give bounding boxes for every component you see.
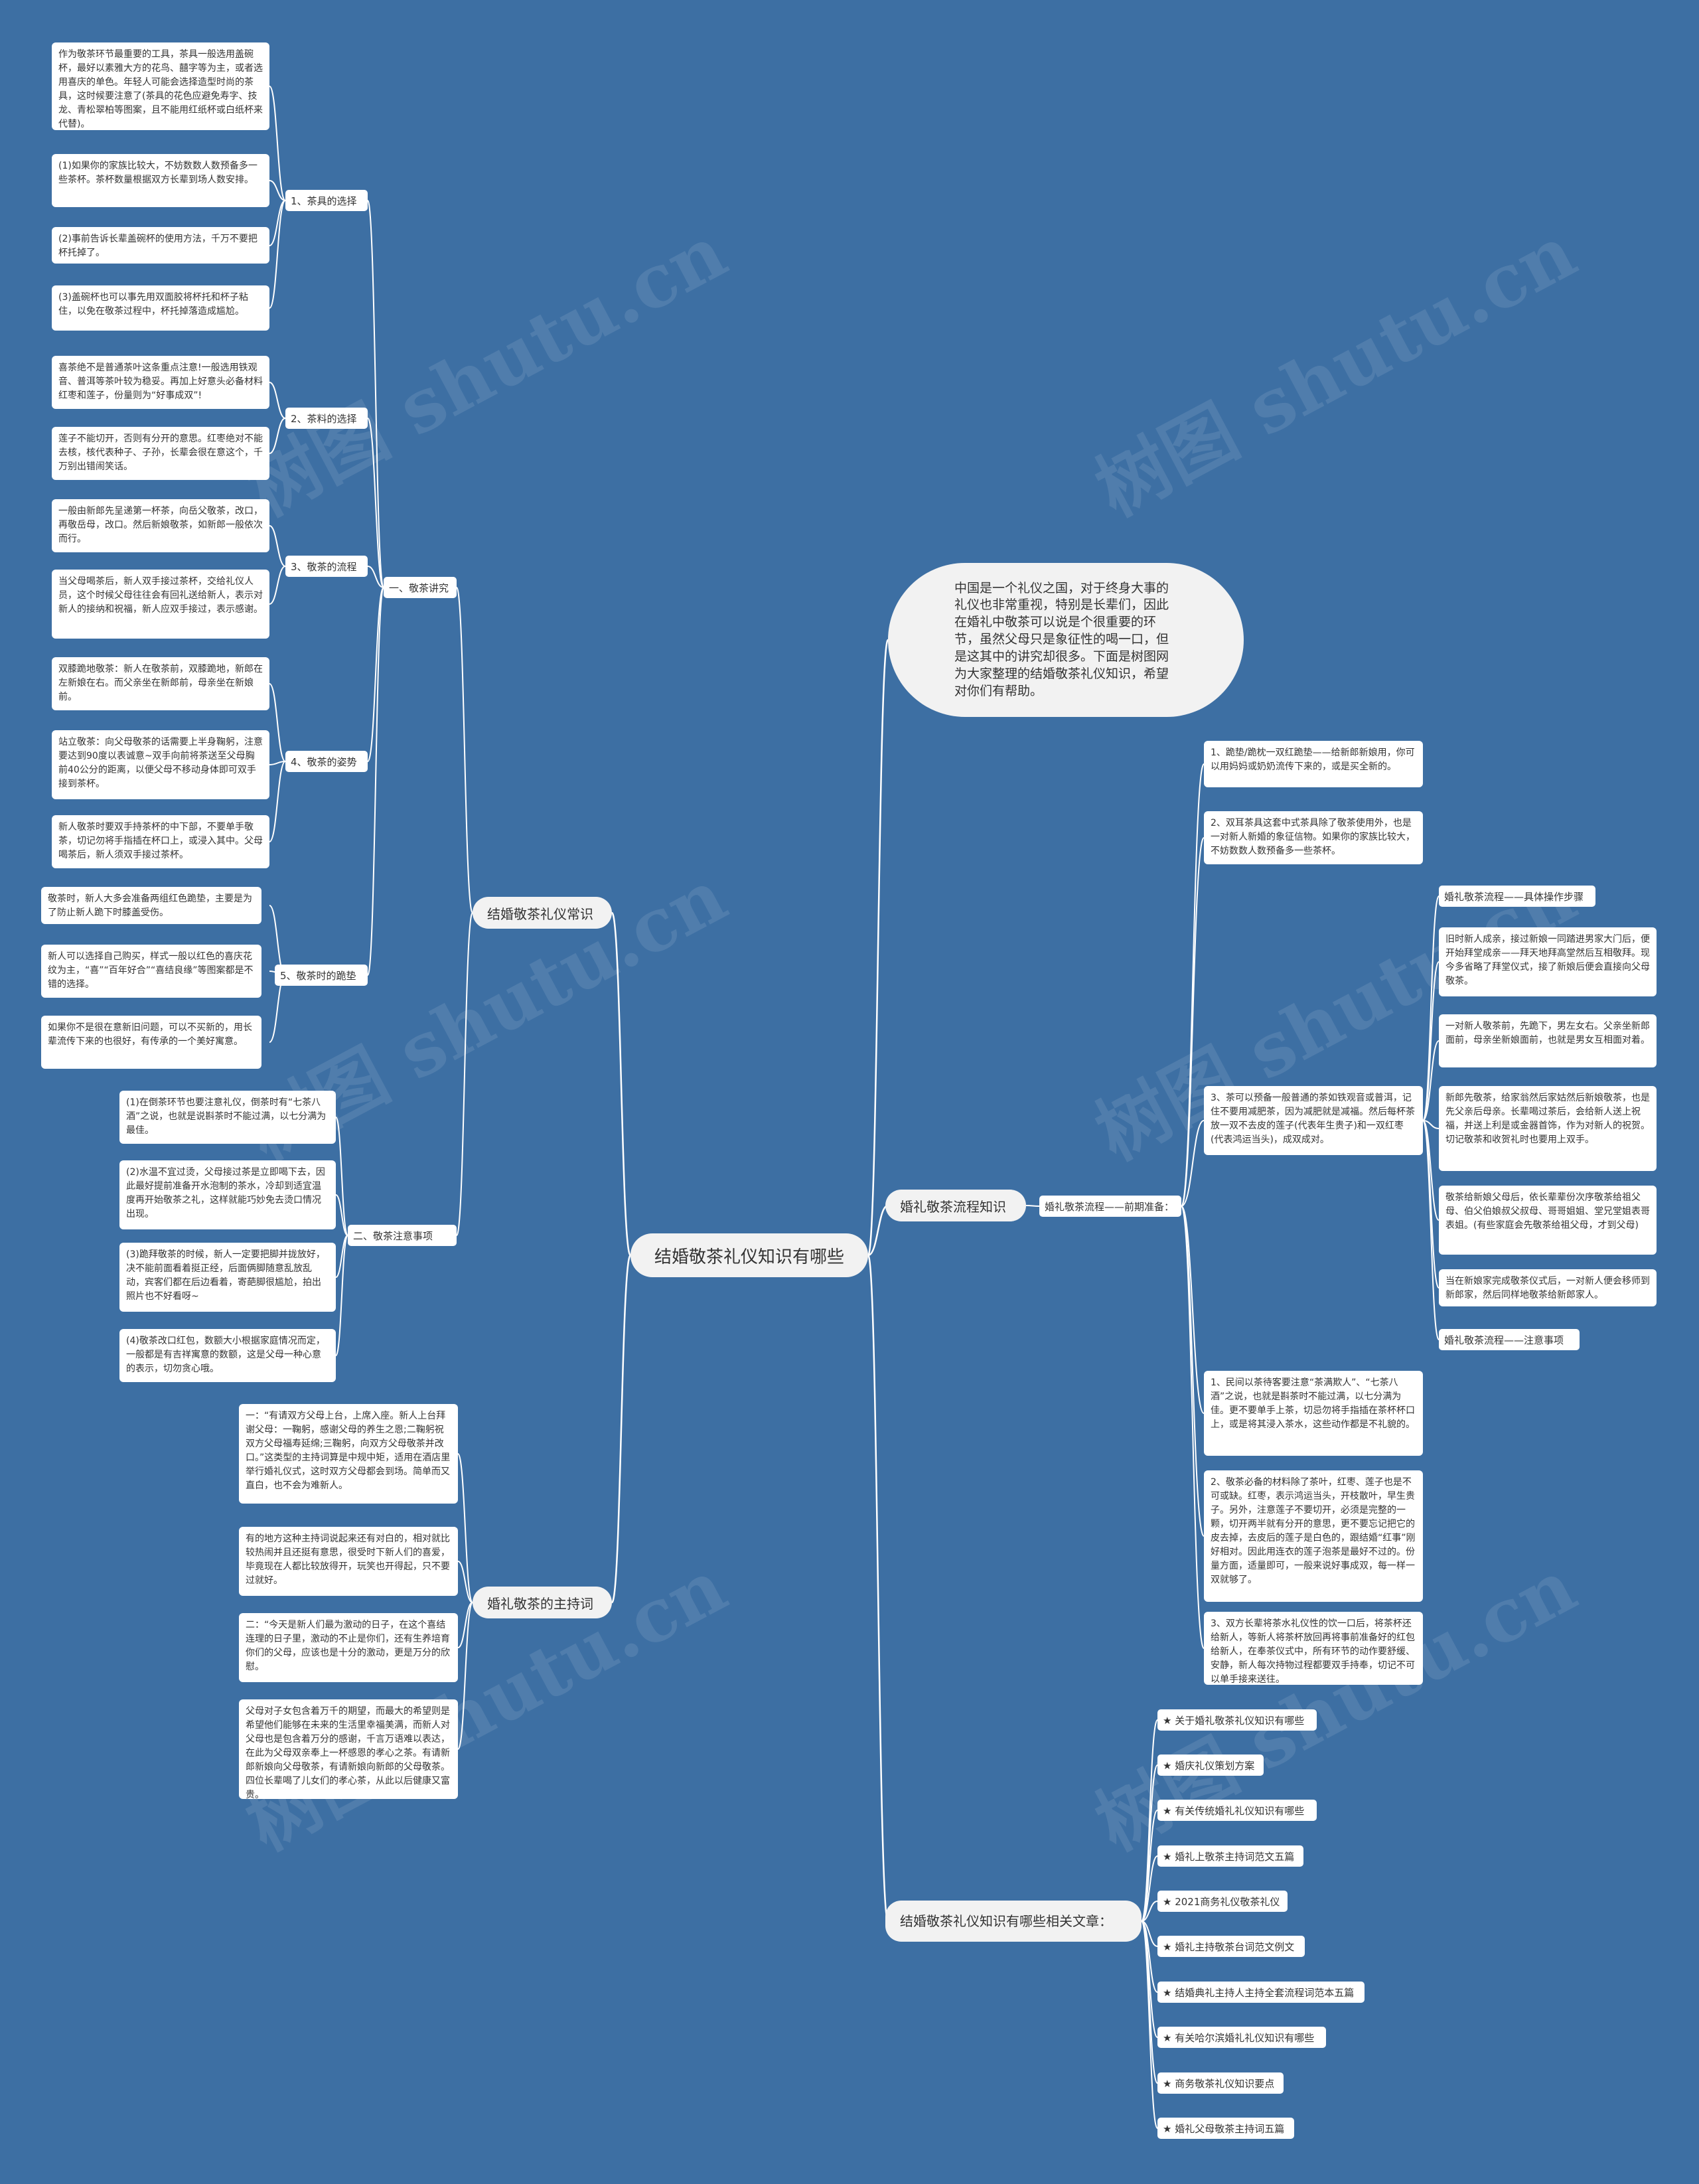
intro-text: 中国是一个礼仪之国，对于终身大事的礼仪也非常重视，特别是长辈们，因此在婚礼中敬茶… bbox=[954, 580, 1169, 698]
sub-label[interactable]: 3、敬茶的流程 bbox=[285, 556, 368, 577]
connector-line bbox=[269, 761, 286, 842]
connector-line bbox=[335, 1194, 348, 1236]
connector-line bbox=[867, 1204, 889, 1257]
leaf-note: 作为敬茶环节最重要的工具，茶具一般选用盖碗杯，最好以素雅大方的花鸟、囍字等为主，… bbox=[52, 42, 269, 130]
branch-related-articles[interactable]: 结婚敬茶礼仪知识有哪些相关文章： bbox=[885, 1901, 1142, 1942]
watermark: 树图 shutu.cn bbox=[232, 208, 740, 533]
leaf-note: (3)跪拜敬茶的时候，新人一定要把脚并拢放好，决不能前面看着挺正经，后面俩脚随意… bbox=[119, 1243, 336, 1312]
related-article-link[interactable]: ★ 婚庆礼仪策划方案 bbox=[1157, 1755, 1264, 1776]
connector-line bbox=[1141, 1855, 1158, 1922]
section-label[interactable]: 婚礼敬茶流程——前期准备： bbox=[1039, 1196, 1181, 1217]
watermark: 树图 shutu.cn bbox=[1082, 208, 1589, 533]
connector-line bbox=[269, 566, 286, 605]
branch-etiquette-basics[interactable]: 结婚敬茶礼仪常识 bbox=[473, 897, 612, 929]
leaf-note: 1、跪垫/跪枕一双红跪垫——给新郎新娘用，你可以用妈妈或奶奶流传下来的，或是买全… bbox=[1204, 741, 1423, 787]
leaf-note: 旧时新人成亲，接过新娘一同踏进男家大门后，便开始拜堂成亲——拜天地拜高堂然后互相… bbox=[1439, 927, 1657, 996]
connector-line bbox=[1141, 1920, 1158, 2038]
connector-line bbox=[1422, 1120, 1440, 1129]
connector-line bbox=[456, 587, 473, 913]
leaf-note: 新人可以选择自己购买，样式一般以红色的喜庆花纹为主，“喜”“百年好合”“喜结良缘… bbox=[41, 945, 261, 998]
connector-line bbox=[457, 1453, 473, 1603]
connector-line bbox=[335, 1235, 348, 1356]
leaf-note: 一般由新郎先呈递第一杯茶，向岳父敬茶，改口，再敬岳母，改口。然后新娘敬茶，如新郎… bbox=[52, 499, 269, 552]
sub-label[interactable]: 婚礼敬茶流程——注意事项 bbox=[1439, 1329, 1580, 1350]
leaf-note: 3、茶可以预备一般普通的茶如铁观音或普洱，记住不要用减肥茶，因为减肥就是减福。然… bbox=[1204, 1086, 1423, 1155]
leaf-note: 敬茶时，新人大多会准备两组红色跪垫，主要是为了防止新人跪下时膝盖受伤。 bbox=[41, 887, 261, 924]
connector-line bbox=[867, 1254, 889, 1922]
leaf-note: 一：“有请双方父母上台，上席入座。新人上台拜谢父母：一鞠躬，感谢父母的养生之恩;… bbox=[239, 1404, 458, 1504]
connector-line bbox=[367, 587, 384, 976]
connector-line bbox=[1141, 1920, 1158, 2084]
leaf-note: 新郎先敬茶，给家翁然后家姑然后新娘敬茶，也是先父亲后母亲。长辈喝过茶后，会给新人… bbox=[1439, 1086, 1657, 1171]
connector-line bbox=[1181, 1206, 1205, 1414]
connector-line bbox=[457, 1561, 473, 1603]
connector-line bbox=[1181, 1206, 1205, 1649]
leaf-note: 当在新娘家完成敬茶仪式后，一对新人便会移师到新郎家，然后同样地敬茶给新郎家人。 bbox=[1439, 1269, 1657, 1306]
connector-line bbox=[1422, 1120, 1440, 1221]
connector-line bbox=[1422, 1120, 1440, 1288]
leaf-note: 有的地方这种主持词说起来还有对白的，相对就比较热闹并且还挺有意思，很受时下新人们… bbox=[239, 1527, 458, 1596]
connector-line bbox=[269, 86, 286, 201]
leaf-note: 1、民间以茶待客要注意“茶满欺人”、“七茶八酒”之说，也就是斟茶时不能过满，以七… bbox=[1204, 1371, 1423, 1456]
sub-label[interactable]: 5、敬茶时的跪垫 bbox=[275, 965, 368, 986]
leaf-note: (2)水温不宜过烫，父母接过茶是立即喝下去，因此最好提前准备开水泡制的茶水，冷却… bbox=[119, 1160, 336, 1229]
related-article-link[interactable]: ★ 有关哈尔滨婚礼礼仪知识有哪些 bbox=[1157, 2027, 1326, 2048]
leaf-note: 2、双耳茶具这套中式茶具除了敬茶使用外，也是一对新人新婚的象征信物。如果你的家族… bbox=[1204, 811, 1423, 864]
leaf-note: (1)如果你的家族比较大，不妨数数人数预备多一些茶杯。茶杯数量根据双方长辈到场人… bbox=[52, 154, 269, 207]
connector-line bbox=[269, 200, 286, 246]
connector-line bbox=[367, 566, 384, 588]
leaf-note: 莲子不能切开，否则有分开的意思。红枣绝对不能去核，核代表种子、子孙，长辈会很在意… bbox=[52, 427, 269, 480]
sub-label[interactable]: 2、茶料的选择 bbox=[285, 408, 368, 429]
connector-line bbox=[269, 683, 286, 762]
leaf-note: 3、双方长辈将茶水礼仪性的饮一口后，将茶杯还给新人，等新人将茶杯放回再将事前准备… bbox=[1204, 1612, 1423, 1685]
related-article-link[interactable]: ★ 关于婚礼敬茶礼仪知识有哪些 bbox=[1157, 1709, 1317, 1731]
leaf-note: 一对新人敬茶前，先跪下，男左女右。父亲坐新郎面前，母亲坐新娘面前，也就是男女互相… bbox=[1439, 1014, 1657, 1067]
leaf-note: (2)事前告诉长辈盖碗杯的使用方法，千万不要把杯托掉了。 bbox=[52, 227, 269, 264]
leaf-note: 双膝跪地敬茶：新人在敬茶前，双膝跪地，新郎在左新娘在右。而父亲坐在新郎前，母亲坐… bbox=[52, 657, 269, 710]
leaf-note: 喜茶绝不是普通茶叶这条重点注意!一般选用铁观音、普洱等茶叶较为稳妥。再加上好意头… bbox=[52, 356, 269, 409]
connector-line bbox=[1422, 1120, 1440, 1340]
connector-line bbox=[269, 200, 286, 309]
leaf-note: 如果你不是很在意新旧问题，可以不买新的，用长辈流传下来的也很好，有传承的一个美好… bbox=[41, 1016, 261, 1069]
leaf-note: 新人敬茶时要双手持茶杯的中下部，不要单手敬茶，切记勿将手指插在杯口上，或浸入其中… bbox=[52, 815, 269, 868]
connector-line bbox=[367, 587, 384, 762]
root-topic[interactable]: 结婚敬茶礼仪知识有哪些 bbox=[630, 1233, 868, 1277]
connector-line bbox=[269, 180, 286, 201]
related-article-link[interactable]: ★ 婚礼父母敬茶主持词五篇 bbox=[1157, 2118, 1294, 2139]
leaf-note: 二：“今天是新人们最为激动的日子，在这个喜结连理的日子里，激动的不止是你们，还有… bbox=[239, 1613, 458, 1682]
leaf-note: 2、敬茶必备的材料除了茶叶，红枣、莲子也是不可或缺。红枣，表示鸿运当头，开枝散叶… bbox=[1204, 1470, 1423, 1602]
connector-line bbox=[1141, 1901, 1158, 1922]
section-label[interactable]: 二、敬茶注意事项 bbox=[348, 1225, 457, 1246]
connector-line bbox=[335, 1235, 348, 1278]
leaf-note: (1)在倒茶环节也要注意礼仪，倒茶时有“七茶八酒”之说，也就是说斟茶时不能过满，… bbox=[119, 1091, 336, 1144]
related-article-link[interactable]: ★ 2021商务礼仪敬茶礼仪 bbox=[1157, 1891, 1288, 1912]
related-article-link[interactable]: ★ 婚礼上敬茶主持词范文五篇 bbox=[1157, 1845, 1303, 1867]
sub-label[interactable]: 4、敬茶的姿势 bbox=[285, 751, 368, 772]
related-article-link[interactable]: ★ 婚礼主持敬茶台词范文例文 bbox=[1157, 1936, 1305, 1957]
branch-host-speech[interactable]: 婚礼敬茶的主持词 bbox=[473, 1587, 612, 1618]
leaf-note: 站立敬茶：向父母敬茶的话需要上半身鞠躬，注意要达到90度以表诚意~双手向前将茶送… bbox=[52, 730, 269, 799]
related-article-link[interactable]: ★ 商务敬茶礼仪知识要点 bbox=[1157, 2072, 1284, 2094]
sub-label[interactable]: 婚礼敬茶流程——具体操作步骤 bbox=[1439, 886, 1595, 907]
connector-line bbox=[611, 1254, 632, 1604]
connector-line bbox=[1141, 1920, 1158, 1993]
leaf-note: 父母对子女包含着万千的期望，而最大的希望则是希望他们能够在未来的生活里幸福美满，… bbox=[239, 1699, 458, 1800]
section-label[interactable]: 一、敬茶讲究 bbox=[384, 577, 457, 598]
connector-line bbox=[867, 639, 889, 1257]
branch-tea-flow[interactable]: 婚礼敬茶流程知识 bbox=[885, 1190, 1026, 1221]
leaf-note: 当父母喝茶后，新人双手接过茶杯，交给礼仪人员，这个时候父母往往会有回礼送给新人，… bbox=[52, 570, 269, 639]
connector-line bbox=[1181, 1206, 1205, 1537]
leaf-note: (3)盖碗杯也可以事先用双面胶将杯托和杯子粘住，以免在敬茶过程中，杯托掉落造成尴… bbox=[52, 285, 269, 331]
leaf-note: 敬茶给新娘父母后，依长辈辈份次序敬茶给祖父母、伯父伯娘叔父叔母、哥哥姐姐、堂兄堂… bbox=[1439, 1186, 1657, 1255]
intro-bubble[interactable]: 中国是一个礼仪之国，对于终身大事的礼仪也非常重视，特别是长辈们，因此在婚礼中敬茶… bbox=[888, 563, 1244, 717]
related-article-link[interactable]: ★ 结婚典礼主持人主持全套流程词范本五篇 bbox=[1157, 1982, 1365, 2003]
related-article-link[interactable]: ★ 有关传统婚礼礼仪知识有哪些 bbox=[1157, 1800, 1317, 1821]
connector-line bbox=[1422, 1040, 1440, 1121]
sub-label[interactable]: 1、茶具的选择 bbox=[285, 190, 368, 211]
connector-line bbox=[457, 1602, 473, 1648]
connector-line bbox=[1141, 1920, 1158, 1947]
connector-line bbox=[269, 761, 286, 765]
connector-line bbox=[1141, 1920, 1158, 2129]
leaf-note: (4)敬茶改口红包，数额大小根据家庭情况而定，一般都是有吉祥寓意的数额，这是父母… bbox=[119, 1329, 336, 1382]
